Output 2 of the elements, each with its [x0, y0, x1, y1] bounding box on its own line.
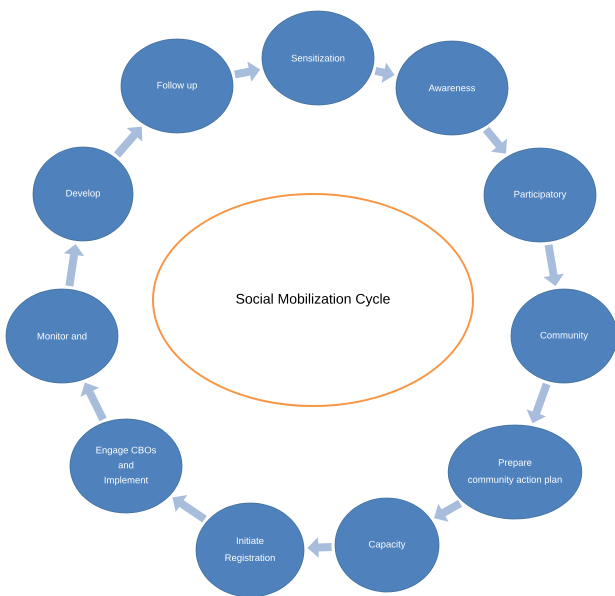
block-arrow	[114, 126, 142, 158]
block-arrow	[80, 382, 107, 422]
